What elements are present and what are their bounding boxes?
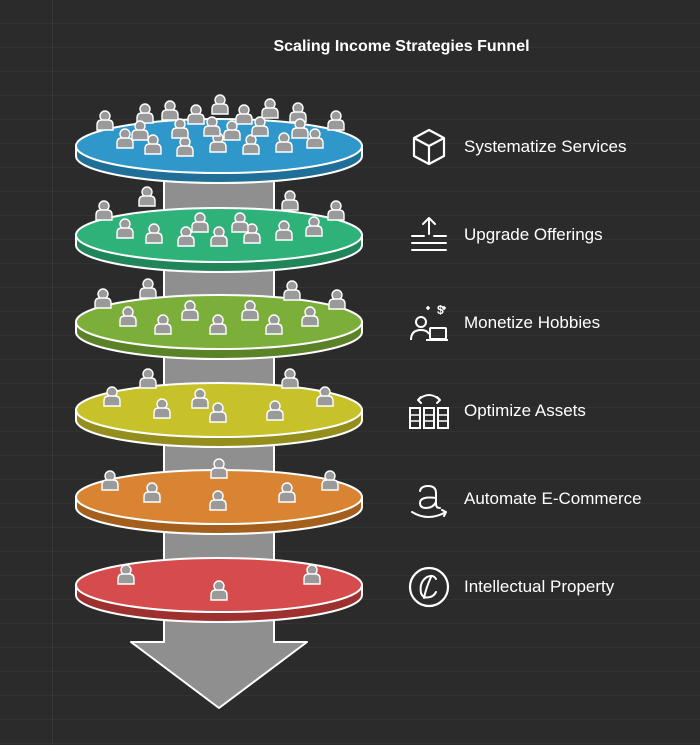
hobby-money-icon: $ [410,303,448,341]
person-icon [327,110,345,131]
upgrade-arrow-icon [411,217,447,251]
diagram-title: Scaling Income Strategies Funnel [273,38,530,55]
funnel-diagram [75,94,363,709]
funnel-stage-6 [75,557,363,623]
funnel-stage-2 [75,186,363,273]
person-icon [96,110,114,131]
stage-label: Upgrade Offerings [464,225,603,244]
person-icon [161,100,179,121]
funnel-stage-5 [75,458,363,535]
funnel-stage-3 [75,278,363,360]
funnel-stage-4 [75,368,363,448]
stage-label: Systematize Services [464,137,627,156]
cube-icon [412,128,446,166]
person-icon [136,103,154,124]
amazon-icon [411,484,447,518]
person-icon [139,278,157,299]
legend-item-3: $ Monetize Hobbies [406,300,600,346]
legend-item-4: Optimize Assets [406,388,586,434]
svg-text:$: $ [437,303,444,317]
person-icon [327,200,345,221]
asset-swap-icon [409,394,449,429]
person-icon [139,368,157,389]
person-icon [321,470,339,491]
stage-label: Automate E-Commerce [464,489,642,508]
left-rule [52,0,53,745]
legend-item-5: Automate E-Commerce [406,476,642,522]
legend-item-1: Systematize Services [406,124,627,170]
legend-item-2: Upgrade Offerings [406,212,603,258]
person-icon [211,94,229,115]
person-icon [138,186,156,207]
person-icon [235,104,253,125]
person-icon [281,190,299,211]
funnel-stage-1 [75,94,363,184]
person-icon [101,470,119,491]
person-icon [103,386,121,407]
legend-item-6: Intellectual Property [406,564,614,610]
person-icon [94,288,112,309]
person-icon [95,200,113,221]
copyright-icon [408,566,450,608]
stage-label: Optimize Assets [464,401,586,420]
person-icon [281,368,299,389]
person-icon [187,104,205,125]
person-icon [283,280,301,301]
stage-label: Intellectual Property [464,577,615,596]
person-icon [328,289,346,310]
funnel-arrow-head [130,617,308,709]
person-icon [261,98,279,119]
stage-label: Monetize Hobbies [464,313,601,332]
